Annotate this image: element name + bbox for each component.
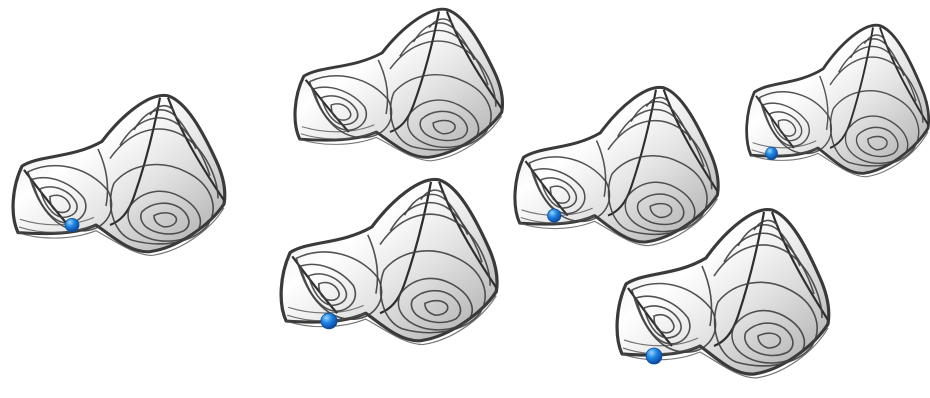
landscape-panel-5 xyxy=(747,25,929,177)
ball-marker xyxy=(548,209,561,222)
ball-marker xyxy=(321,313,337,329)
landscape-panel-1 xyxy=(13,95,225,255)
landscape-panel-2 xyxy=(295,9,502,161)
ball-marker xyxy=(65,218,79,231)
ball-marker xyxy=(766,147,778,160)
landscape-panel-4 xyxy=(515,87,718,245)
landscape-panel-3 xyxy=(281,179,497,344)
ball-marker xyxy=(646,348,662,364)
